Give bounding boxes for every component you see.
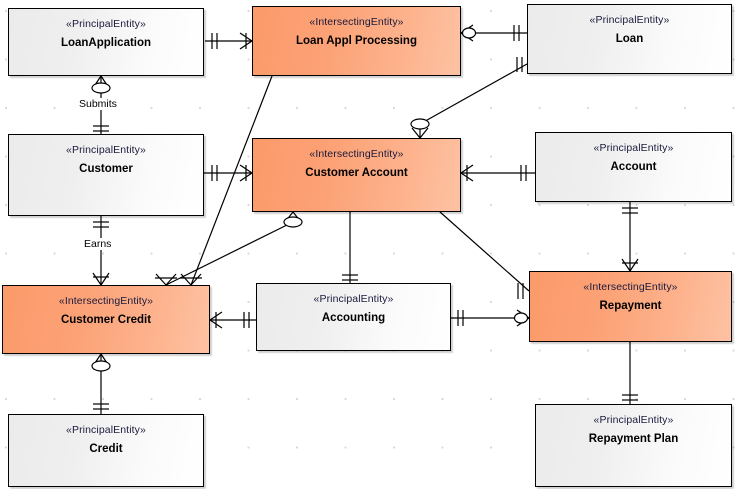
stereotype-label: «PrincipalEntity» [66, 424, 146, 436]
entity-account[interactable]: «PrincipalEntity» Account [535, 132, 732, 202]
entity-name: Credit [89, 443, 123, 455]
entity-loan-appl-processing[interactable]: «IntersectingEntity» Loan Appl Processin… [252, 6, 461, 76]
entity-customer[interactable]: «PrincipalEntity» Customer [8, 134, 204, 216]
entity-name: Account [610, 161, 657, 173]
stereotype-label: «PrincipalEntity» [589, 14, 670, 26]
edge-label-earns: Earns [81, 238, 115, 250]
stereotype-label: «PrincipalEntity» [593, 142, 674, 154]
entity-credit[interactable]: «PrincipalEntity» Credit [8, 414, 204, 487]
entity-name: Repayment [599, 300, 662, 312]
entity-loan[interactable]: «PrincipalEntity» Loan [527, 4, 732, 74]
stereotype-label: «PrincipalEntity» [66, 144, 146, 156]
stereotype-label: «IntersectingEntity» [58, 295, 154, 307]
entity-loan-application[interactable]: «PrincipalEntity» LoanApplication [8, 8, 204, 76]
stereotype-label: «PrincipalEntity» [66, 18, 146, 30]
entity-repayment[interactable]: «IntersectingEntity» Repayment [529, 271, 732, 342]
stereotype-label: «IntersectingEntity» [309, 16, 404, 28]
entity-name: Customer [79, 163, 133, 175]
entity-customer-credit[interactable]: «IntersectingEntity» Customer Credit [2, 285, 210, 354]
stereotype-label: «PrincipalEntity» [313, 293, 394, 305]
entity-name: Loan Appl Processing [296, 35, 417, 47]
entity-name: Loan [615, 33, 644, 45]
entity-name: Repayment Plan [588, 433, 679, 445]
entity-name: Customer Account [305, 167, 408, 179]
entity-name: LoanApplication [60, 37, 152, 49]
stereotype-label: «IntersectingEntity» [309, 148, 404, 160]
entity-repayment-plan[interactable]: «PrincipalEntity» Repayment Plan [535, 404, 732, 487]
stereotype-label: «PrincipalEntity» [593, 414, 674, 426]
entity-customer-account[interactable]: «IntersectingEntity» Customer Account [252, 138, 461, 212]
entity-accounting[interactable]: «PrincipalEntity» Accounting [256, 283, 451, 351]
stereotype-label: «IntersectingEntity» [583, 281, 678, 293]
entity-name: Customer Credit [60, 314, 152, 326]
entity-name: Accounting [321, 312, 386, 324]
edge-label-submits: Submits [76, 98, 120, 110]
